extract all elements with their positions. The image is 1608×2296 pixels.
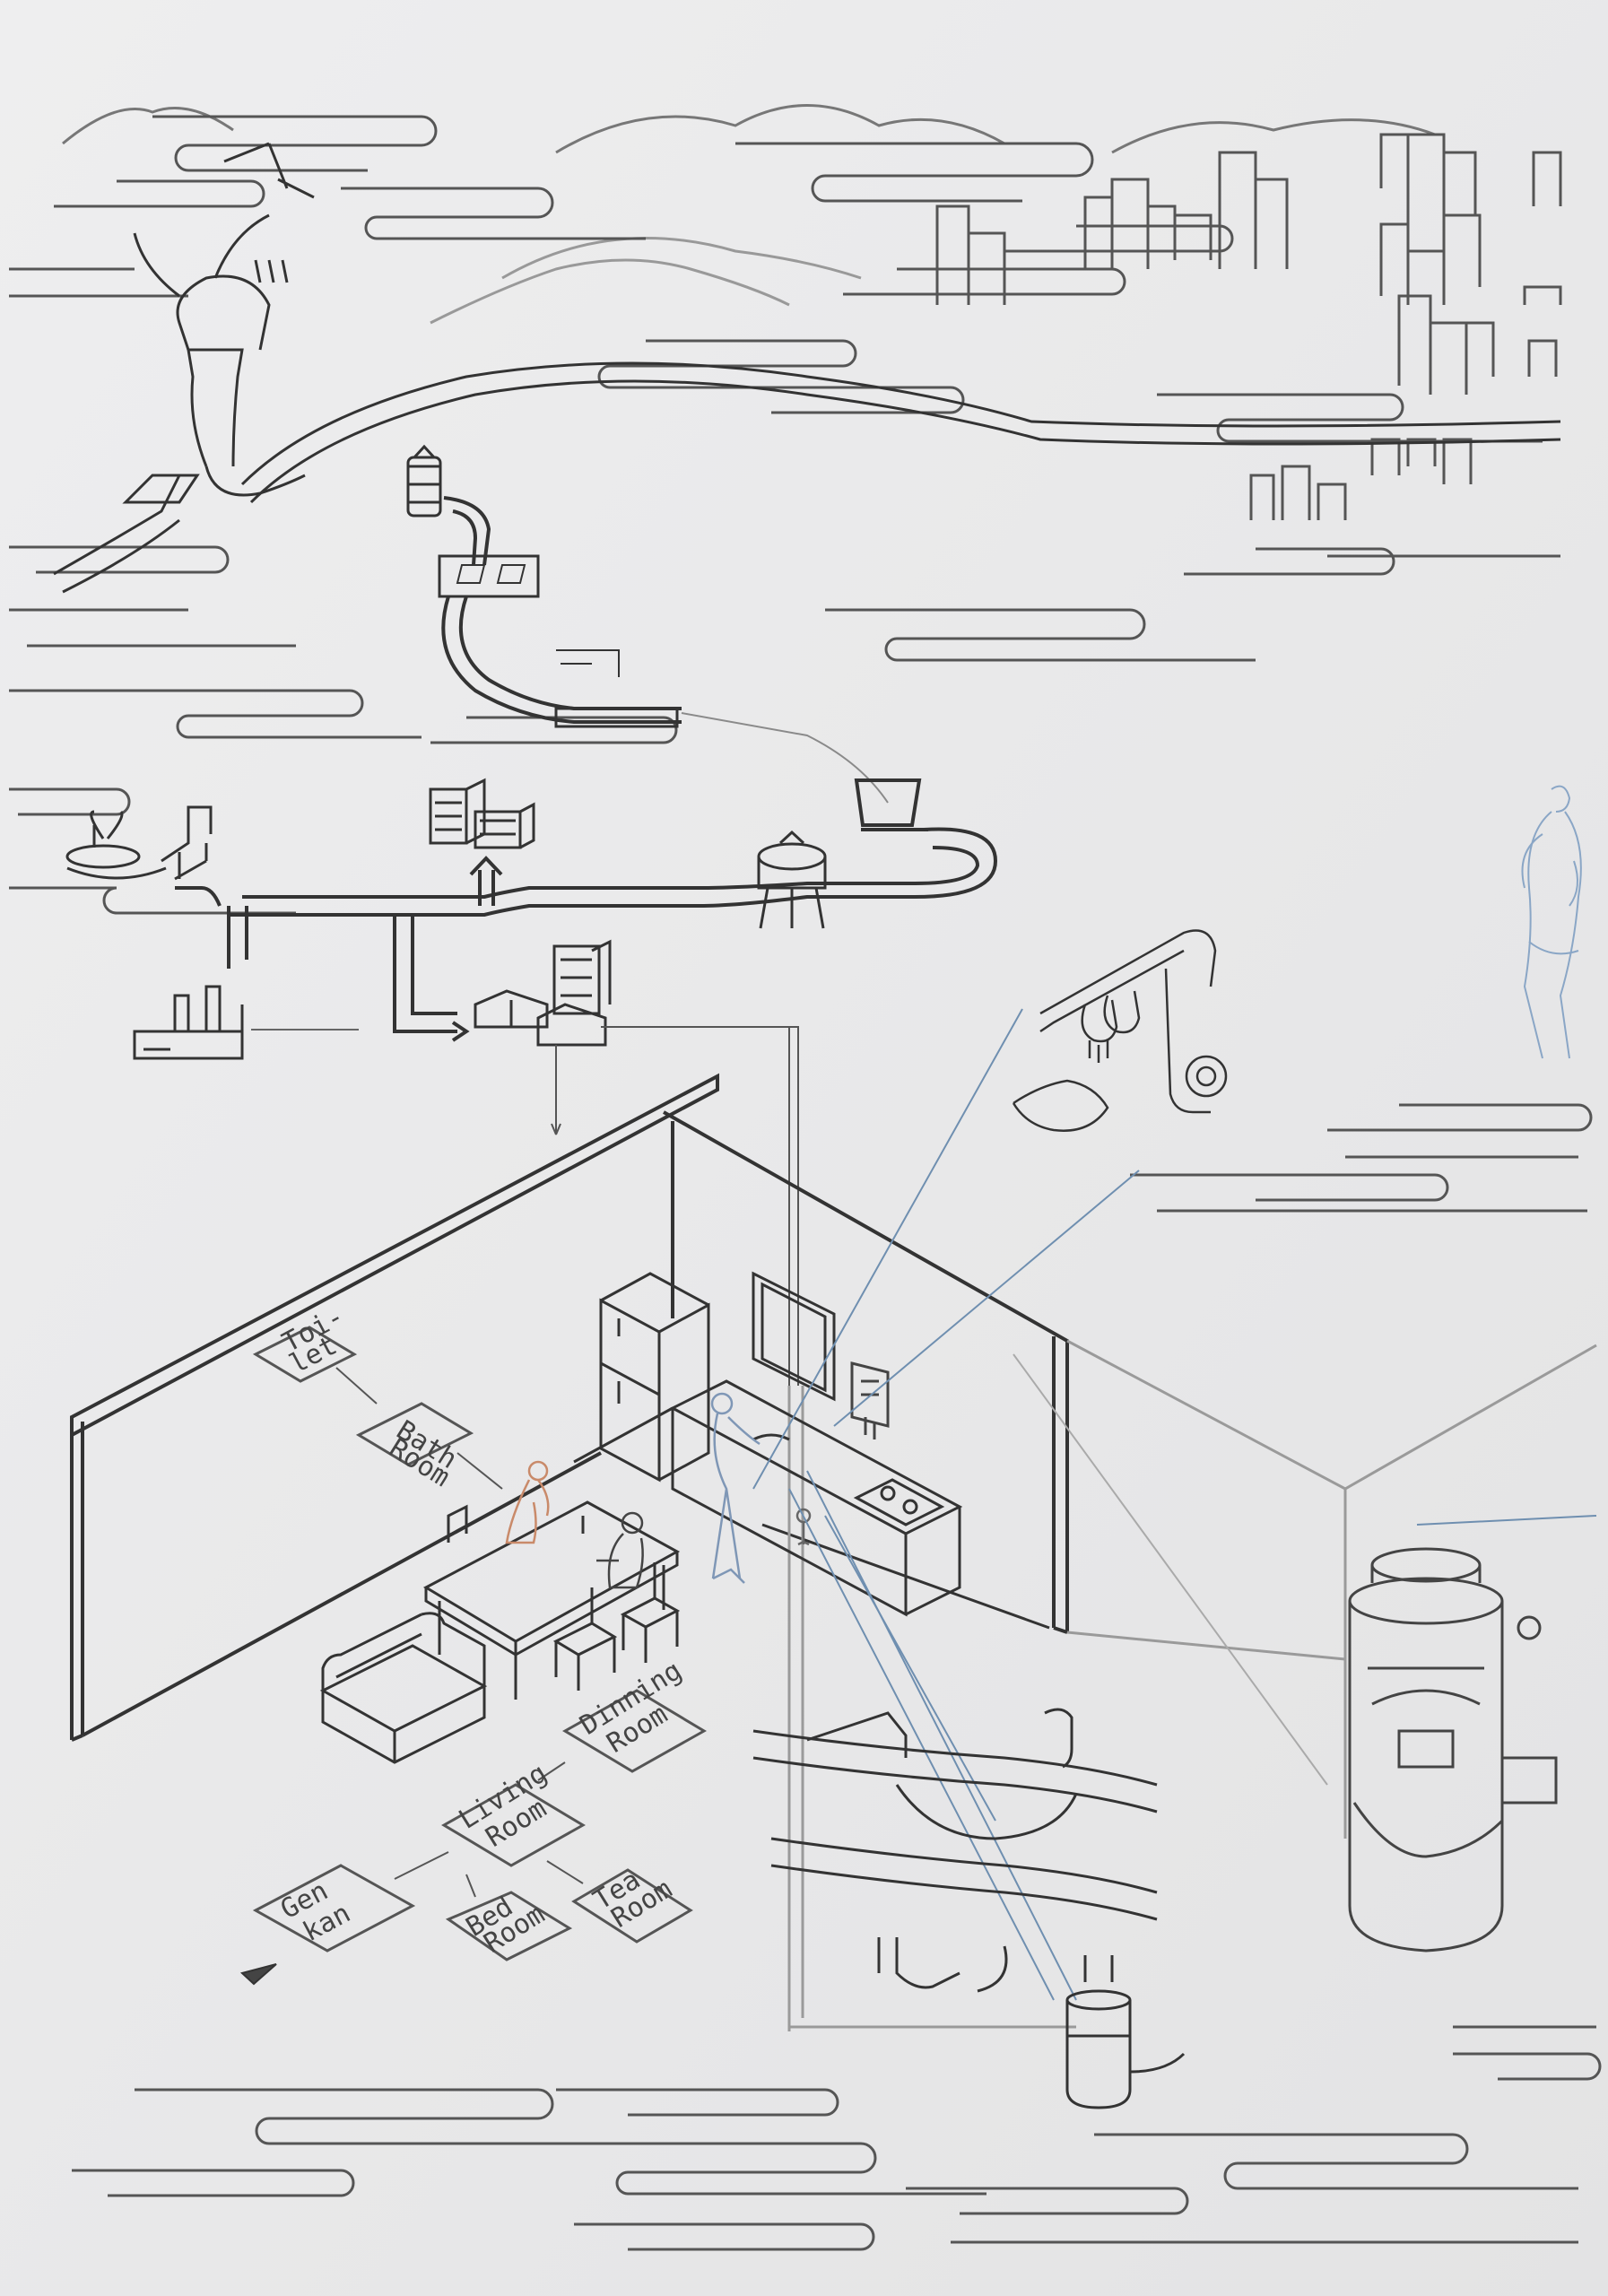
plan-link-dining-living xyxy=(537,1761,566,1781)
kitchen-window xyxy=(752,1271,836,1402)
branch-pipes xyxy=(174,843,503,1042)
office-buildings xyxy=(429,778,535,849)
mountain-range xyxy=(62,104,1436,325)
raw-water-pipe xyxy=(438,496,889,804)
standing-child xyxy=(795,1508,812,1546)
kitchen-counter xyxy=(669,1379,963,1617)
cloud-bands xyxy=(9,115,1602,2251)
mountain-spring xyxy=(133,142,315,467)
standing-figure-blue xyxy=(710,1392,761,1584)
supply-line-to-house xyxy=(551,1026,799,1386)
plan-link-living-bed xyxy=(465,1874,476,1898)
sink-section xyxy=(752,1708,1158,1993)
refrigerator xyxy=(599,1272,710,1483)
plan-link-living-genkan xyxy=(394,1851,449,1880)
fountain-block xyxy=(65,805,213,880)
city-skyline xyxy=(935,133,1562,520)
factory xyxy=(133,985,359,1060)
sofa xyxy=(319,1612,488,1764)
water-tower xyxy=(757,830,827,929)
cutaway-frame xyxy=(787,1339,1597,2031)
distribution-pipe xyxy=(229,827,998,917)
seated-figure-orange xyxy=(505,1460,550,1544)
plan-link-bath-dining xyxy=(456,1452,503,1490)
seated-figure-gray xyxy=(596,1511,644,1589)
plan-link-living-tea xyxy=(546,1860,584,1884)
plan-link-toilet-bath xyxy=(335,1367,378,1405)
dining-chairs xyxy=(447,1504,681,1691)
houses-cluster xyxy=(474,939,612,1047)
faucet-detail xyxy=(1012,929,1228,1132)
north-arrow-icon xyxy=(239,1963,277,1986)
filter-canister xyxy=(1065,1955,1186,2109)
dining-table xyxy=(422,1500,681,1700)
water-channel xyxy=(53,361,1561,594)
intake-tower xyxy=(406,444,442,517)
reservoir-dam xyxy=(122,474,200,504)
callout-lines xyxy=(752,1008,1597,2001)
appliance-detail xyxy=(1348,1547,1558,1952)
walking-figure xyxy=(1521,785,1582,1059)
water-heater xyxy=(850,1361,890,1439)
treatment-basin xyxy=(854,778,928,831)
